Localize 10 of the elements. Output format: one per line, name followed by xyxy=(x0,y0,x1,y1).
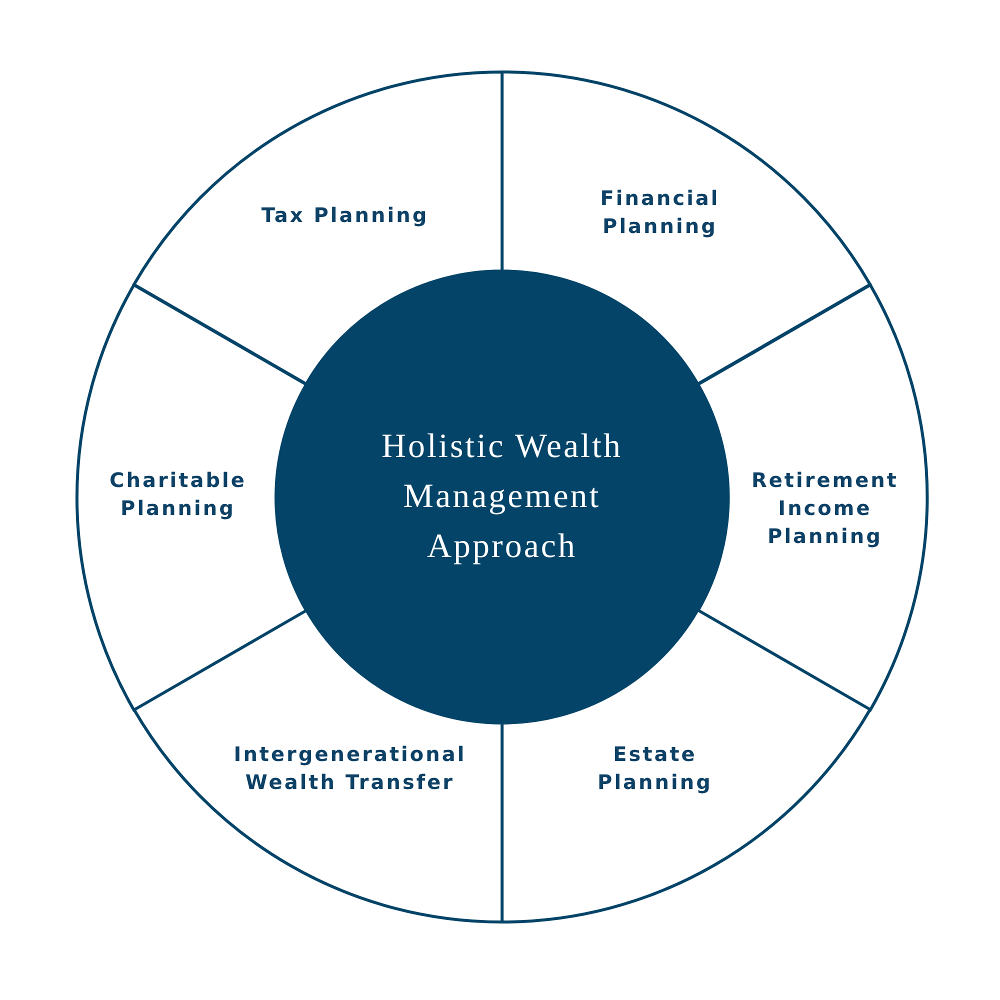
segment-label: Financial Planning xyxy=(599,185,721,240)
ring-segment xyxy=(75,282,308,712)
segment-label: Intergenerational Wealth Transfer xyxy=(232,741,468,796)
segment-label: Retirement Income Planning xyxy=(750,467,900,550)
segment-label: Tax Planning xyxy=(260,202,430,229)
ring-segment xyxy=(132,70,504,386)
segment-label: Estate Planning xyxy=(596,741,714,796)
center-title: Holistic Wealth Management Approach xyxy=(380,427,624,567)
segment-label: Charitable Planning xyxy=(108,467,248,522)
ring-segment xyxy=(696,282,929,712)
